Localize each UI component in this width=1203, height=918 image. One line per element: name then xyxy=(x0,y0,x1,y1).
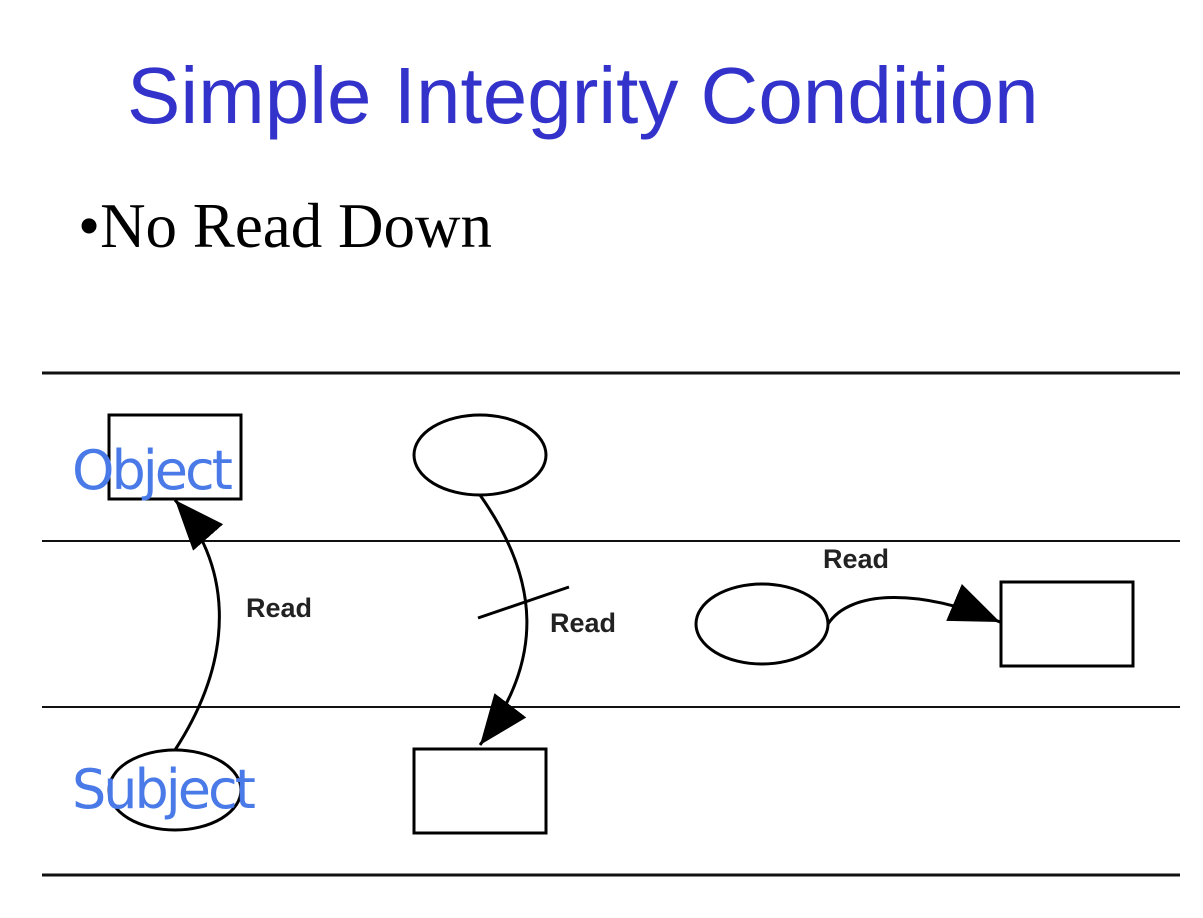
slide-title: Simple Integrity Condition xyxy=(127,51,1039,140)
subject-ellipse-high xyxy=(412,413,548,497)
bullet-marker: • xyxy=(78,191,101,261)
object-box-low xyxy=(412,747,548,835)
read-down-prohibited-slash xyxy=(477,585,570,620)
bullet-text: No Read Down xyxy=(100,191,492,261)
object-box-mid xyxy=(999,580,1135,668)
bullet-item: •No Read Down xyxy=(78,188,492,264)
subject-label: Subject xyxy=(72,758,255,821)
read-down-arrow xyxy=(478,494,529,746)
read-down-label: Read xyxy=(550,608,616,638)
read-up-label: Read xyxy=(246,593,312,623)
object-label: Object xyxy=(72,439,232,502)
same-level-read-arrow xyxy=(826,584,1001,625)
subject-ellipse-mid xyxy=(694,582,830,666)
read-up-arrow xyxy=(173,499,224,751)
object-box-high xyxy=(107,413,243,501)
same-level-read-label: Read xyxy=(823,544,889,574)
